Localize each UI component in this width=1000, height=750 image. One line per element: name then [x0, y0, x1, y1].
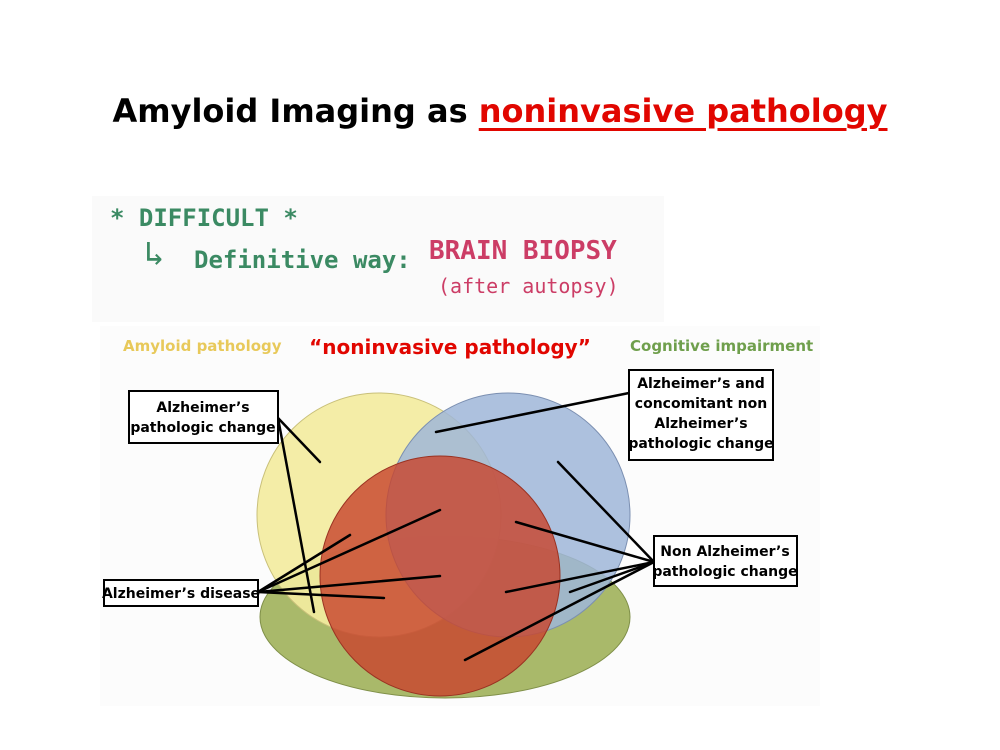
- label-cognitive-impairment: Cognitive impairment: [630, 337, 813, 355]
- box-ad-pathologic-change: Alzheimer’s pathologic change: [128, 390, 279, 444]
- box-ad-disease: Alzheimer’s disease: [102, 579, 260, 607]
- note-after-autopsy: (after autopsy): [438, 274, 619, 298]
- box-concomitant-line2: concomitant non: [635, 396, 767, 412]
- label-amyloid-pathology: Amyloid pathology: [123, 337, 282, 355]
- box-ad-pathologic-change-line2: pathologic change: [130, 420, 275, 436]
- box-ad-disease-line1: Alzheimer’s disease: [102, 586, 260, 602]
- slide-title: Amyloid Imaging as noninvasive pathology: [0, 92, 1000, 130]
- box-ad-pathologic-change-line1: Alzheimer’s: [156, 400, 249, 416]
- note-arrow: ↳: [144, 234, 165, 274]
- diagram-caption: “noninvasive pathology”: [309, 335, 591, 359]
- handwritten-note: * DIFFICULT * ↳ Definitive way: BRAIN BI…: [92, 196, 664, 322]
- box-concomitant-line4: pathologic change: [628, 436, 773, 452]
- box-non-ad-line1: Non Alzheimer’s: [660, 544, 789, 560]
- box-concomitant-line1: Alzheimer’s and: [637, 376, 765, 392]
- box-concomitant: Alzheimer’s and concomitant non Alzheime…: [628, 369, 774, 461]
- note-line-difficult: * DIFFICULT *: [110, 204, 298, 232]
- title-prefix: Amyloid Imaging as: [112, 92, 479, 130]
- box-concomitant-line3: Alzheimer’s: [654, 416, 747, 432]
- box-non-ad: Non Alzheimer’s pathologic change: [652, 535, 798, 587]
- box-non-ad-line2: pathologic change: [652, 564, 797, 580]
- note-line-definitive: Definitive way:: [194, 246, 411, 274]
- title-highlight: noninvasive pathology: [478, 92, 888, 130]
- pointer-lines: [256, 391, 656, 662]
- note-brain-biopsy: BRAIN BIOPSY: [429, 236, 617, 266]
